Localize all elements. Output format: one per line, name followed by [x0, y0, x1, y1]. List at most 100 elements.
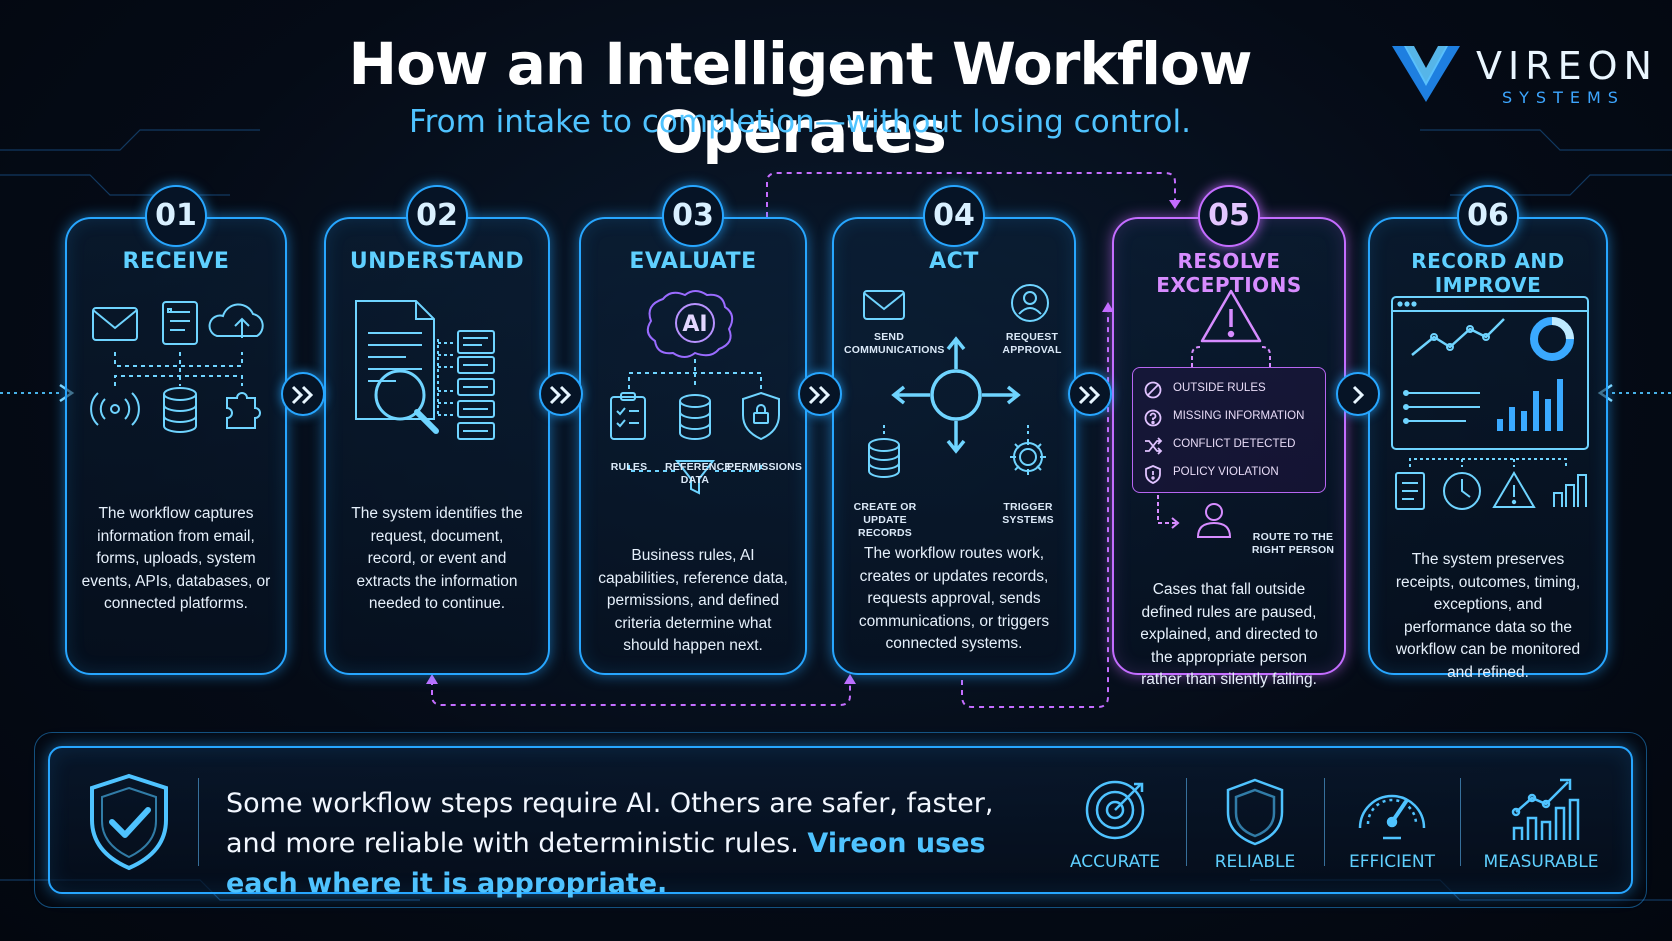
step-card-receive: 01 RECEIVE The workflow captures	[65, 185, 287, 675]
message-text: Some workflow steps require AI. Others a…	[226, 788, 994, 859]
footer-banner: Some workflow steps require AI. Others a…	[48, 746, 1633, 899]
exception-label: OUTSIDE RULES	[1173, 382, 1266, 394]
step-number: 05	[1198, 185, 1260, 247]
central-hub	[930, 369, 982, 421]
step-description: Business rules, AI capabilities, referen…	[598, 547, 788, 654]
send-email-icon	[863, 290, 905, 320]
flow-arrow	[539, 372, 583, 416]
question-icon	[1144, 409, 1162, 427]
step-title: UNDERSTAND	[349, 249, 525, 274]
exception-label: POLICY VIOLATION	[1173, 466, 1279, 478]
blocked-icon	[1144, 381, 1162, 399]
action-routing-diagram	[863, 284, 1049, 478]
person-icon	[1196, 503, 1232, 538]
ai-brain-icon	[646, 290, 734, 358]
step-title: RECEIVE	[122, 249, 230, 274]
vireon-logo-icon	[1392, 46, 1460, 102]
step-number: 06	[1457, 185, 1519, 247]
double-chevron-icon	[808, 385, 831, 405]
attribute-label: MEASURABLE	[1483, 852, 1599, 872]
permissions-label: PERMISSIONS	[727, 461, 803, 473]
page-subtitle: From intake to completion—without losing…	[409, 104, 1191, 140]
divider	[1324, 778, 1325, 866]
send-communications-label: SEND COMMUNICATIONS	[844, 331, 945, 356]
brand-sub: SYSTEMS	[1502, 88, 1625, 107]
flow-arrow	[281, 372, 325, 416]
step-card-record-improve: 06 RECORD AND IMPROVE	[1368, 185, 1608, 681]
puzzle-icon	[226, 392, 261, 429]
step-title: RECORD AND IMPROVE	[1411, 249, 1565, 297]
alert-triangle-icon	[1492, 471, 1536, 508]
document-icon	[355, 300, 435, 420]
step-description: The system identifies the request, docum…	[351, 505, 523, 612]
target-icon	[1085, 780, 1145, 840]
rules-clipboard-icon	[610, 392, 646, 440]
exception-label: CONFLICT DETECTED	[1173, 438, 1296, 450]
attribute-measurable: MEASURABLE	[1476, 766, 1606, 886]
request-approval-label: REQUEST APPROVAL	[1002, 331, 1062, 356]
trigger-systems-label: TRIGGER SYSTEMS	[1002, 501, 1054, 526]
exception-list: OUTSIDE RULES MISSING INFORMATION CONFLI…	[1132, 367, 1326, 493]
receipt-icon	[1395, 472, 1425, 510]
signal-icon	[90, 392, 140, 426]
reference-data-icon	[679, 394, 711, 440]
attribute-accurate: ACCURATE	[1050, 766, 1180, 886]
shuffle-icon	[1145, 437, 1163, 455]
records-database-icon	[868, 438, 900, 478]
create-update-records-label: CREATE OR UPDATE RECORDS	[853, 501, 917, 539]
step-number: 03	[662, 185, 724, 247]
step-description: The system preserves receipts, outcomes,…	[1395, 551, 1581, 681]
brand-logo: VIREON SYSTEMS	[1390, 40, 1652, 110]
route-person-diagram	[1157, 495, 1232, 538]
step-number: 04	[923, 185, 985, 247]
analytics-dashboard-diagram	[1391, 296, 1589, 510]
footer-message: Some workflow steps require AI. Others a…	[226, 784, 1046, 904]
rules-label: RULES	[610, 461, 648, 473]
magnifier-icon	[374, 369, 439, 434]
chevron-right-icon	[1352, 385, 1365, 405]
loop-bottom-right	[961, 308, 1109, 708]
document-analysis-diagram	[355, 300, 495, 440]
route-label: ROUTE TO THE RIGHT PERSON	[1251, 531, 1335, 556]
permissions-shield-icon	[742, 391, 780, 441]
double-chevron-icon	[291, 385, 314, 405]
form-icon	[162, 301, 198, 345]
loop-top	[766, 172, 1176, 217]
shield-check-icon	[90, 773, 168, 871]
brand-name: VIREON	[1476, 44, 1658, 88]
divider	[1186, 778, 1187, 866]
message-highlight: Vireon uses each where it is appropriate…	[226, 828, 986, 899]
step-description: Cases that fall outside defined rules ar…	[1140, 581, 1318, 688]
warning-icon	[1191, 289, 1271, 367]
step-description: The workflow captures information from e…	[81, 505, 271, 612]
shield-icon	[1226, 778, 1284, 846]
cloud-upload-icon	[208, 303, 264, 338]
reference-data-label: REFERENCE DATA	[665, 461, 732, 486]
gauge-icon	[1358, 794, 1426, 840]
clock-icon	[1443, 472, 1481, 510]
growth-chart-icon	[1511, 778, 1580, 840]
input-sources-diagram	[90, 301, 264, 433]
double-chevron-icon	[1078, 385, 1101, 405]
step-card-understand: 02 UNDERSTAND The system identifies the …	[324, 185, 550, 675]
attribute-label: EFFICIENT	[1348, 852, 1436, 872]
step-title: EVALUATE	[629, 249, 757, 274]
exception-label: MISSING INFORMATION	[1173, 410, 1305, 422]
database-icon	[163, 387, 197, 433]
loop-bottom-left	[431, 680, 851, 706]
evaluation-diagram: AI	[610, 290, 780, 495]
double-chevron-icon	[549, 385, 572, 405]
filter-funnel-icon	[674, 460, 716, 495]
policy-shield-icon	[1145, 465, 1161, 484]
attribute-efficient: EFFICIENT	[1327, 766, 1457, 886]
divider	[198, 778, 199, 866]
gear-icon	[1010, 439, 1046, 475]
ai-label: AI	[682, 312, 707, 337]
flow-arrow	[798, 372, 842, 416]
flow-arrow	[1068, 372, 1112, 416]
step-card-resolve-exceptions: 05 RESOLVE EXCEPTIONS OUTSIDE RULES MISS…	[1112, 185, 1346, 688]
step-card-act: 04 ACT SEND COMMUNICATIONS REQUEST APPRO…	[832, 185, 1076, 675]
step-number: 02	[406, 185, 468, 247]
extracted-fields-icon	[457, 330, 495, 440]
